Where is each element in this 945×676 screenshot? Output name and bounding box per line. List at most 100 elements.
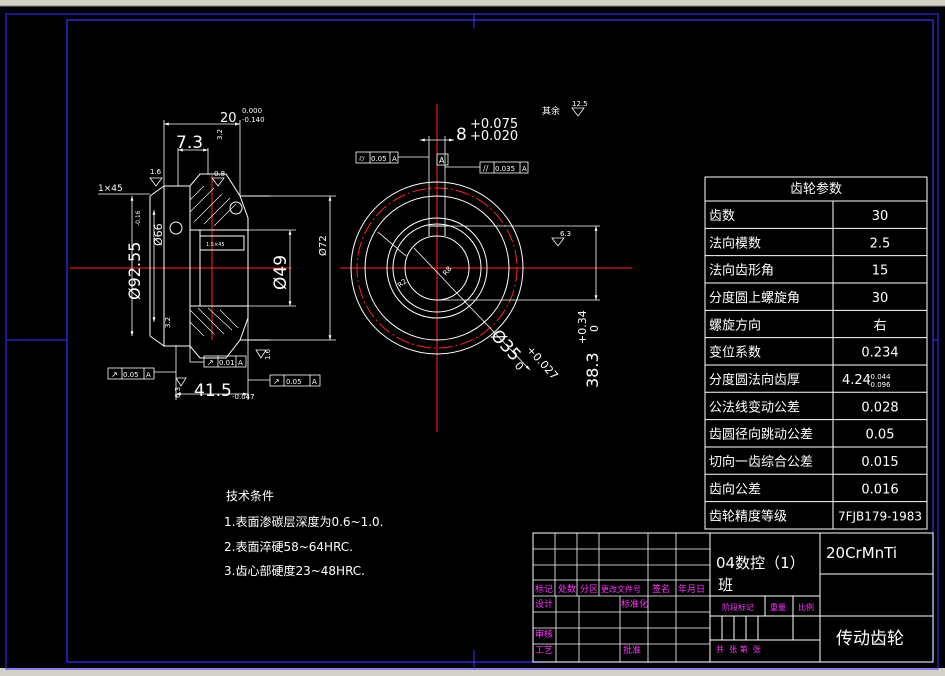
rough-rest-label: 其余 bbox=[542, 105, 560, 117]
gear-table-header: 齿轮参数 bbox=[790, 181, 842, 197]
tb-standardize: 标准化 bbox=[621, 598, 648, 610]
gear-param-name: 切向一齿综合公差 bbox=[709, 454, 813, 470]
tb-sheets: 共 张 第 张 bbox=[716, 644, 761, 654]
tb-header-0: 标记 bbox=[535, 583, 553, 595]
gdt2-value: 0.05 bbox=[123, 371, 139, 379]
gdt4-value: 0.05 bbox=[371, 155, 387, 163]
title-block: 04数控（1） 班 20CrMnTi 传动齿轮 标记 处数 分区 更改文件号 签… bbox=[532, 532, 934, 663]
tb-header-4: 签名 bbox=[652, 583, 670, 595]
gear-param-value: 右 bbox=[873, 318, 886, 333]
technical-notes: 技术条件 1.表面渗碳层深度为0.6~1.0. 2.表面淬硬58~64HRC. … bbox=[224, 489, 384, 578]
material: 20CrMnTi bbox=[826, 544, 897, 562]
tb-review: 审核 bbox=[535, 628, 553, 640]
gdt1-ref: A bbox=[238, 359, 243, 367]
gear-param-value: 30 bbox=[872, 291, 889, 306]
dim-dia-35-upper: +0.027 bbox=[524, 343, 561, 382]
gear-param-value: 0.015 bbox=[861, 455, 898, 470]
dim-41-5-tol: -0.047 bbox=[232, 393, 255, 401]
rough-1-6-left: 1.6 bbox=[150, 168, 162, 176]
svg-text:↗: ↗ bbox=[273, 377, 280, 386]
gear-param-name: 法向齿形角 bbox=[709, 263, 774, 279]
front-view: ⌭ 0.05 A // 0.035 A A 8 +0.075 +0.020 38… bbox=[340, 100, 632, 432]
svg-text:⌭: ⌭ bbox=[359, 154, 365, 163]
gear-param-name: 变位系数 bbox=[709, 345, 761, 361]
dim-20-lower: -0.140 bbox=[242, 116, 265, 124]
tb-process: 工艺 bbox=[535, 645, 553, 656]
dim-38-3-lower: 0 bbox=[588, 325, 601, 332]
frame-ticks bbox=[6, 14, 938, 669]
gear-param-name: 齿向公差 bbox=[709, 481, 761, 497]
datum-a: A bbox=[439, 156, 445, 165]
rough-0-8: 0.8 bbox=[214, 170, 225, 178]
dim-20: 20 bbox=[220, 111, 237, 126]
notes-title: 技术条件 bbox=[226, 489, 274, 503]
gear-param-name: 分度圆法向齿厚 bbox=[709, 372, 800, 388]
gear-param-name: 齿数 bbox=[709, 209, 735, 224]
dim-dia-72: Ø72 bbox=[317, 235, 329, 256]
tooth-thickness-tol-upper: -0.044 bbox=[868, 373, 891, 381]
gdt4-ref: A bbox=[392, 155, 397, 163]
outer-frame bbox=[5, 13, 939, 670]
gear-param-value: 15 bbox=[872, 264, 889, 279]
rough-3-2-side: 3.2 bbox=[164, 317, 172, 328]
svg-text:1.5×45: 1.5×45 bbox=[206, 242, 225, 248]
dim-dia-35: Ø35 bbox=[486, 326, 524, 365]
svg-text://: // bbox=[483, 164, 489, 173]
gear-param-name: 法向模数 bbox=[709, 235, 761, 251]
gear-parameter-table: 齿轮参数 -0.044 -0.096 齿数 30 法向模数 2.5 法向齿形角 15 分度圆… bbox=[704, 176, 928, 530]
dim-dia-92-55-tol: -0.16 bbox=[135, 210, 142, 226]
dim-38-3-upper: +0.34 bbox=[576, 310, 589, 344]
gear-param-value: 0.05 bbox=[866, 428, 895, 443]
class-name: 04数控（1） bbox=[716, 554, 805, 572]
rough-6-3-keyway: 6.3 bbox=[560, 230, 571, 238]
svg-text:↗: ↗ bbox=[111, 370, 118, 379]
tb-header-5: 年月日 bbox=[678, 583, 705, 595]
dim-38-3: 38.3 bbox=[583, 352, 602, 388]
inner-frame bbox=[66, 19, 934, 663]
tooth-thickness-tol-lower: -0.096 bbox=[868, 381, 891, 389]
gear-param-value: 7FJB179-1983 bbox=[838, 510, 922, 524]
part-name: 传动齿轮 bbox=[836, 629, 904, 649]
gear-param-value: 30 bbox=[872, 209, 889, 224]
gdt3-value: 0.05 bbox=[286, 378, 302, 386]
gdt1-value: 0.01 bbox=[219, 359, 235, 367]
tb-stage-mark: 阶段标记 bbox=[722, 602, 754, 612]
gear-param-value: 0.234 bbox=[861, 346, 898, 361]
gear-param-value: 0.016 bbox=[861, 482, 898, 497]
gdt2-ref: A bbox=[146, 371, 151, 379]
tb-header-2: 分区 bbox=[580, 584, 598, 595]
tb-header-1: 处数 bbox=[558, 583, 576, 595]
gear-param-name: 分度圆上螺旋角 bbox=[709, 290, 800, 306]
gdt5-value: 0.035 bbox=[495, 165, 515, 173]
class-name-2: 班 bbox=[718, 576, 733, 594]
gear-param-value: 2.5 bbox=[870, 236, 891, 251]
note-line-1: 1.表面渗碳层深度为0.6~1.0. bbox=[224, 514, 384, 529]
gdt3-ref: A bbox=[312, 378, 317, 386]
svg-text:↗: ↗ bbox=[207, 358, 214, 367]
tb-header-3: 更改文件号 bbox=[601, 584, 641, 594]
dim-dia-49: Ø49 bbox=[271, 255, 291, 290]
note-line-2: 2.表面淬硬58~64HRC. bbox=[224, 539, 353, 554]
dim-dia-92-55: Ø92.55 bbox=[125, 242, 144, 300]
dim-dia-66: Ø66 bbox=[152, 223, 165, 246]
dim-8-upper: +0.075 bbox=[470, 117, 518, 132]
section-view: 1.5×45 20 0.000 -0.140 7.3 3.2 1×45 1.6 … bbox=[70, 107, 336, 401]
tb-scale: 比例 bbox=[798, 602, 814, 612]
dim-8-lower: +0.020 bbox=[470, 129, 518, 144]
gear-param-name: 齿轮精度等级 bbox=[709, 509, 787, 525]
rough-6-3-bottom: 6.3 bbox=[174, 387, 182, 398]
dim-1x45: 1×45 bbox=[98, 184, 123, 194]
gear-param-name: 公法线变动公差 bbox=[709, 399, 800, 415]
rough-3-2-top: 3.2 bbox=[216, 129, 224, 140]
tb-weight: 重量 bbox=[770, 602, 786, 612]
gear-param-value: 0.028 bbox=[861, 400, 898, 415]
dim-8: 8 bbox=[456, 125, 467, 145]
note-line-3: 3.齿心部硬度23~48HRC. bbox=[224, 563, 365, 578]
gear-param-name: 齿圆径向跳动公差 bbox=[709, 427, 813, 443]
gdt5-ref: A bbox=[522, 165, 527, 173]
dim-41-5: 41.5 bbox=[194, 381, 232, 401]
gear-param-name: 螺旋方向 bbox=[709, 317, 761, 333]
tb-design: 设计 bbox=[535, 598, 553, 610]
